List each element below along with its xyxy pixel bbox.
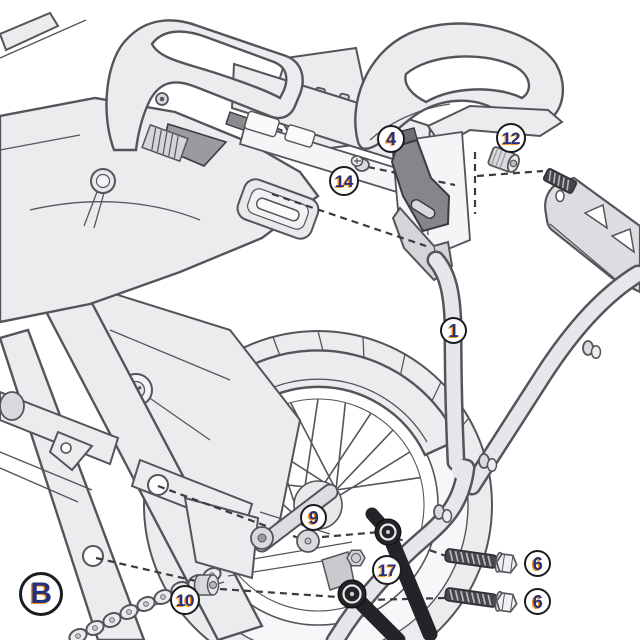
washer-9 — [296, 529, 320, 553]
license-bracket-slot — [236, 178, 320, 240]
tail-bodywork — [0, 11, 564, 324]
threaded-spacer-12 — [487, 146, 520, 173]
seat-section — [0, 96, 320, 324]
step-label-badge: B — [19, 572, 63, 616]
callout-1: 1 — [440, 317, 467, 344]
frame-bolt-hole-lower — [82, 545, 104, 567]
chain-guard — [183, 496, 260, 580]
link-bracket-17 — [321, 507, 438, 640]
flange-screw-14 — [350, 155, 370, 172]
callout-12: 12 — [496, 123, 526, 153]
rack-top-arm — [544, 176, 640, 294]
case-mount-peg-upper — [582, 340, 602, 360]
callout-4: 4 — [377, 125, 405, 153]
assembly-dashed-lines — [95, 152, 544, 602]
frame-bolt-hole-upper — [147, 474, 169, 496]
pivot-bolt — [346, 549, 366, 567]
shock-spring — [141, 123, 189, 163]
stud-screw — [542, 168, 578, 194]
callout-9: 9 — [300, 504, 327, 531]
callout-17: 17 — [372, 555, 402, 585]
suspension-link-arm — [250, 483, 339, 553]
callout-10: 10 — [170, 585, 200, 615]
spacer-bushing-10 — [193, 574, 220, 596]
left-grab-handle — [105, 19, 304, 152]
callout-6-upper: 6 — [524, 550, 551, 577]
callout-6-lower: 6 — [524, 588, 551, 615]
frame-tubes — [0, 286, 353, 640]
callout-14: 14 — [329, 166, 359, 196]
